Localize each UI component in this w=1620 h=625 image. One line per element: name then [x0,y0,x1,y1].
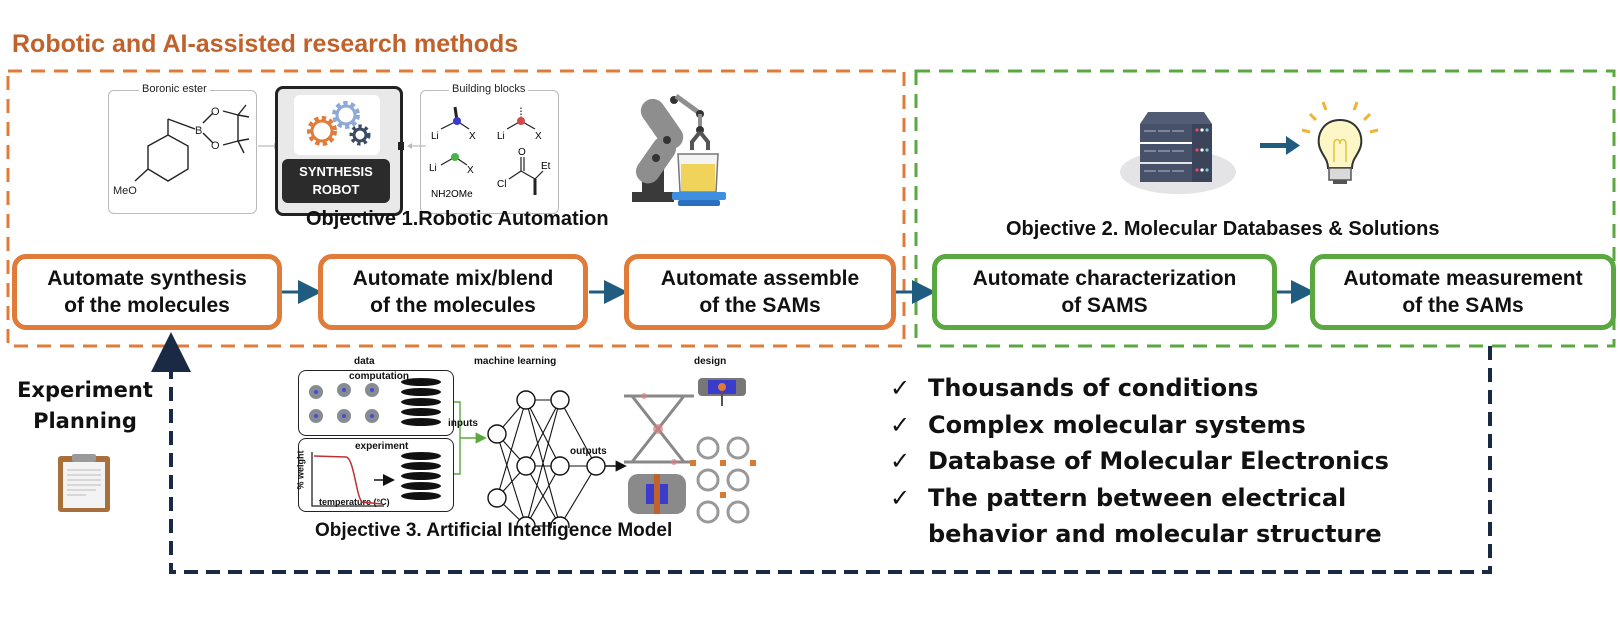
clipboard-icon [58,454,110,512]
robot-arm-icon [632,93,726,206]
objective1-dashed-box [6,69,906,348]
svg-text:X: X [535,131,542,142]
checklist-item: ✓Complex molecular systems [890,407,1389,444]
machine-learning-label: machine learning [474,356,557,367]
gears-icon [294,95,380,155]
design-label: design [694,356,727,367]
checklist-item: ✓Thousands of conditions [890,370,1389,407]
svg-text:Li: Li [497,131,505,142]
benefits-checklist: ✓Thousands of conditions ✓Complex molecu… [890,370,1389,553]
checkmark-icon: ✓ [890,410,911,439]
experiment-box: experiment temperature (°C) % weight [296,438,454,512]
checkmark-icon: ✓ [890,447,911,475]
svg-text:MeO: MeO [113,185,137,197]
objective3-title: Objective 3. Artificial Intelligence Mod… [315,520,673,541]
objective1-title: Objective 1.Robotic Automation [306,208,609,230]
inputs-label: inputs [448,418,478,429]
svg-text:O: O [211,106,220,118]
svg-text:Li: Li [431,131,439,142]
checkmark-icon: ✓ [890,483,911,512]
data-label: data [354,356,375,367]
synthesis-robot-label: SYNTHESIS ROBOT [282,159,390,203]
lightbulb-icon [1301,101,1379,184]
objective2-dashed-box [914,69,1616,348]
checkmark-icon: ✓ [890,374,911,402]
svg-text:Cl: Cl [497,179,506,190]
synthesis-panel: Boronic ester B O O MeO [108,83,578,216]
svg-text:X: X [467,165,474,176]
ai-model-panel: data machine learning design computation… [284,356,764,528]
connector-arrow-right [398,142,426,150]
svg-text:Et: Et [541,161,551,172]
tga-xlabel: temperature (°C) [319,497,390,507]
feedback-loop-dashed-line [151,332,1492,574]
server-icon [1140,112,1212,182]
svg-text:X: X [469,131,476,142]
synthesis-robot-box: SYNTHESIS ROBOT [275,86,403,216]
outputs-label: outputs [570,446,607,457]
svg-text:NH2OMe: NH2OMe [431,189,473,200]
svg-text:O: O [518,147,526,158]
svg-text:O: O [211,140,220,152]
boronic-ester-box: Boronic ester B O O MeO [108,83,257,214]
checklist-item-continued: behavior and molecular structure [928,520,1382,548]
main-title: Robotic and AI-assisted research methods [12,30,519,58]
objective2-graphics [1120,101,1379,194]
objective2-title: Objective 2. Molecular Databases & Solut… [1006,218,1440,240]
experiment-planning-label: Experiment Planning [17,378,153,433]
boronic-ester-structure: B O O MeO [113,104,250,197]
computation-box: computation [298,370,454,436]
ai-model-graphics [309,378,756,528]
building-blocks-label: Building blocks [449,83,529,95]
svg-text:Li: Li [429,163,437,174]
arrow-right-icon [1260,136,1300,155]
svg-text:B: B [195,125,202,137]
boronic-ester-label: Boronic ester [139,83,210,95]
checklist-item: ✓Database of Molecular Electronics [890,443,1389,480]
checklist-item: ✓The pattern between electrical [890,480,1389,517]
